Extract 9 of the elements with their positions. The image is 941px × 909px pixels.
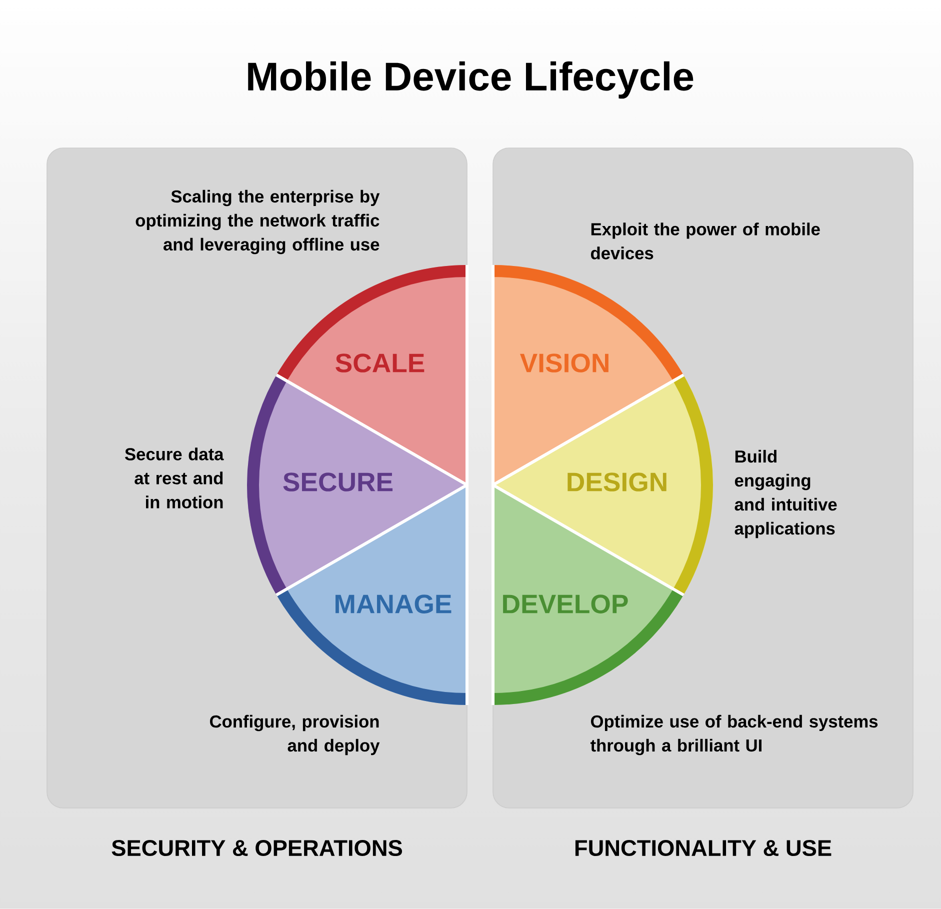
description: Scaling the enterprise by optimizing the network traffic and leveraging offline use (136, 190, 380, 254)
node-label: FUNCTIONALITY & USE (575, 840, 832, 856)
description: Secure data at rest and in motion (125, 448, 224, 508)
description: Build engaging and intuitive applications (734, 450, 837, 538)
node-label: SECURITY & OPERATIONS (112, 840, 402, 856)
description: Configure, provision and deploy (210, 714, 380, 756)
description: Exploit the power of mobile devices (591, 222, 820, 260)
title: Mobile Device Lifecycle (248, 61, 694, 99)
description: Optimize use of back-end systems through a brilliant UI (590, 714, 878, 756)
